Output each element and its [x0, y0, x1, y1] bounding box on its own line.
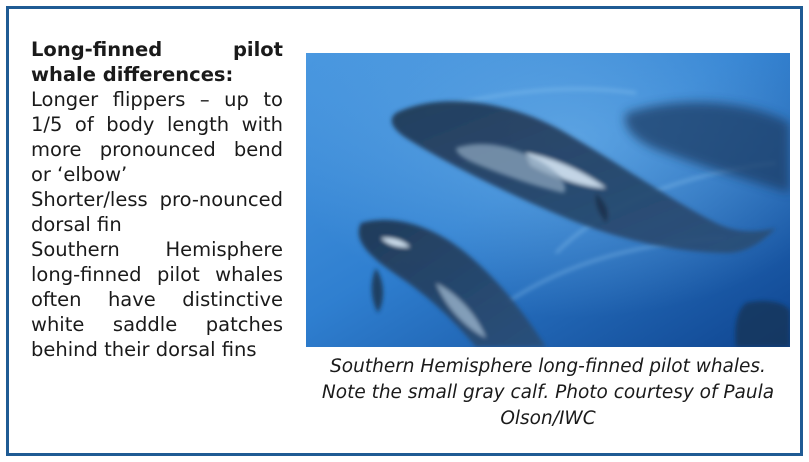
difference-saddle-patches: Southern Hemisphere long-finned pilot wh… [31, 238, 283, 361]
whale-calf [456, 144, 566, 193]
differences-text: Long-finned pilot whale differences: Lon… [31, 37, 283, 362]
whale-background [625, 102, 790, 193]
differences-heading: Long-finned pilot whale differences: [31, 38, 283, 86]
photo-caption: Southern Hemisphere long-finned pilot wh… [321, 356, 775, 429]
whale-upper [391, 101, 776, 253]
difference-flippers: Longer flippers – up to 1/5 of body leng… [31, 88, 283, 186]
difference-dorsal-fin: Shorter/less pro-nounced dorsal fin [31, 188, 283, 236]
info-panel: Long-finned pilot whale differences: Lon… [6, 6, 803, 456]
whale-lower [358, 219, 546, 347]
pilot-whales-photo [306, 53, 790, 347]
